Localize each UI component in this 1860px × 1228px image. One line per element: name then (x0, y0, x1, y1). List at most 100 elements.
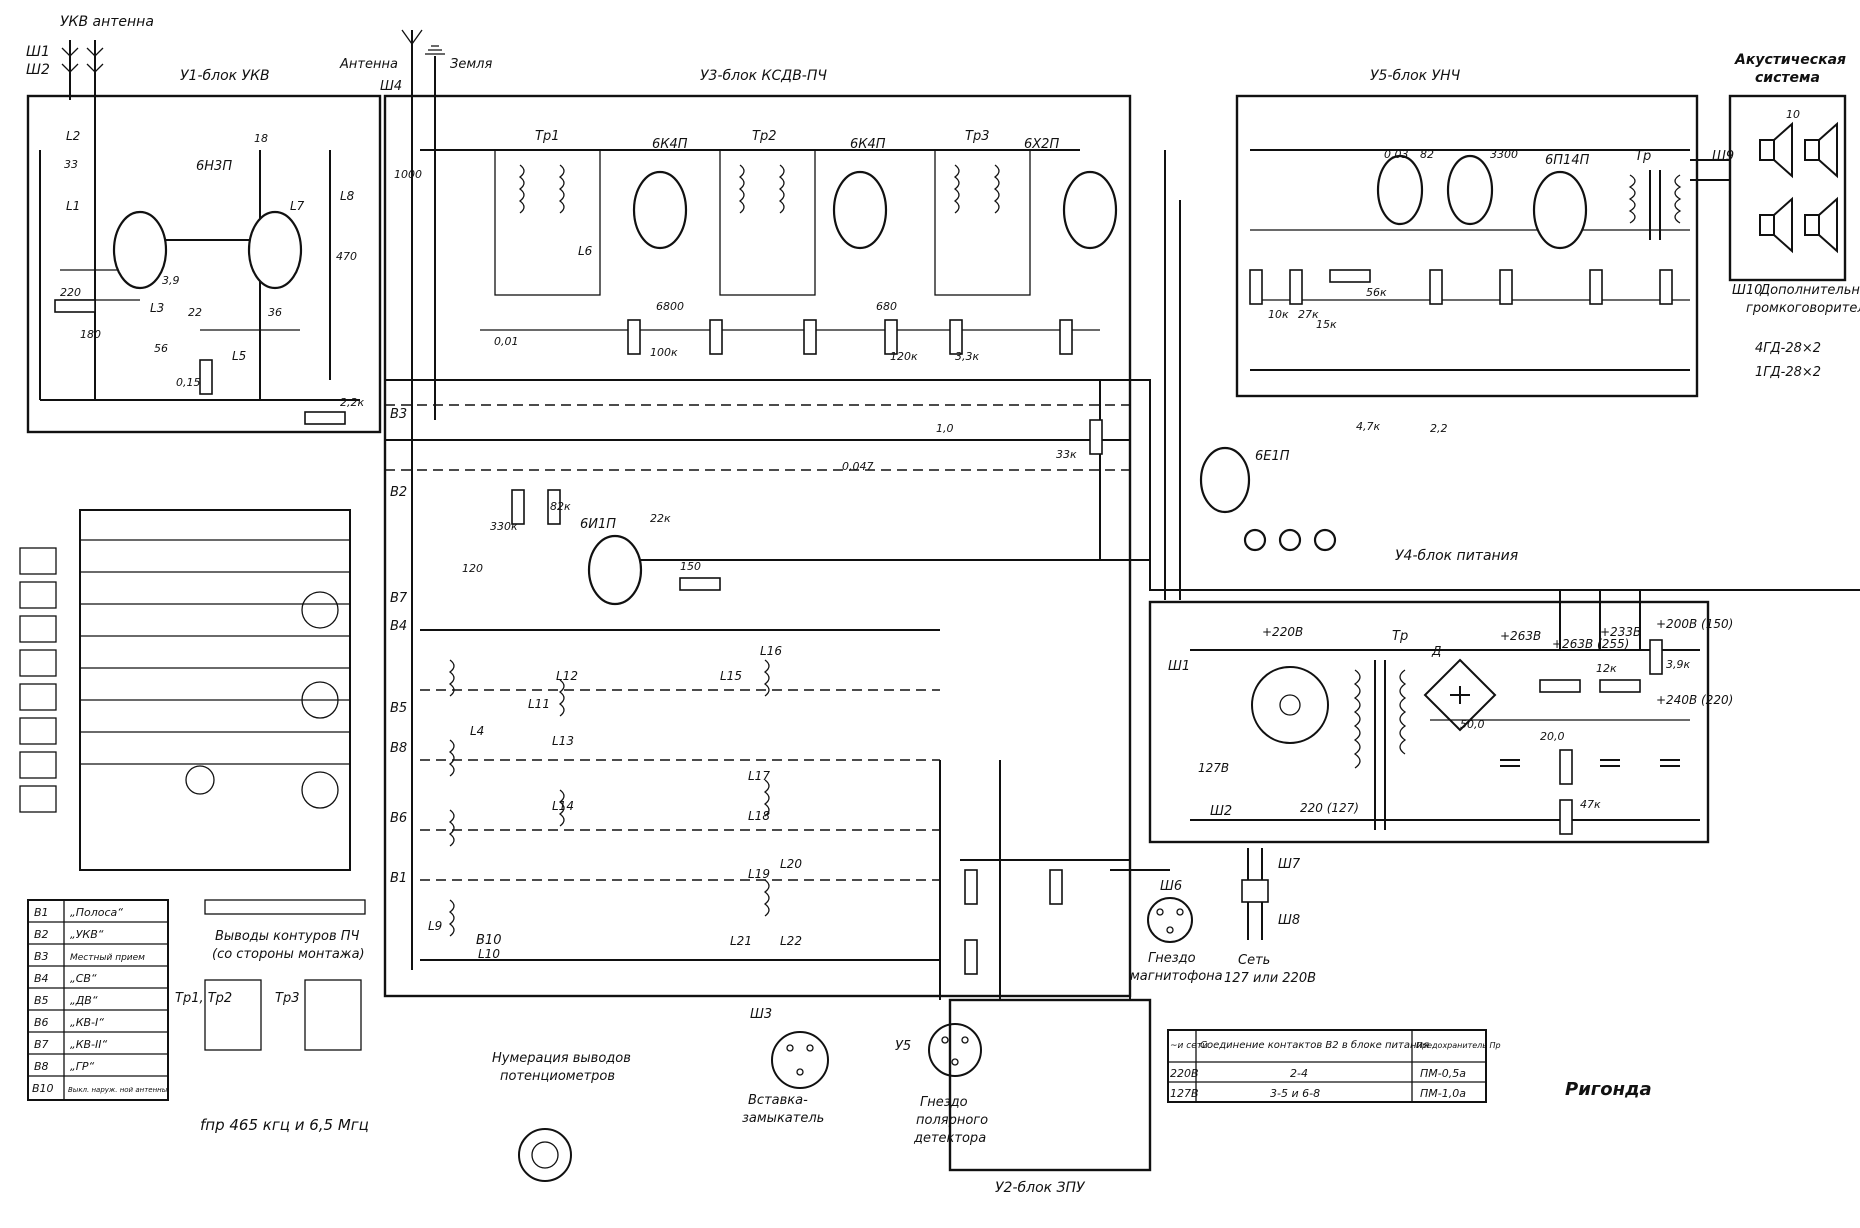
voltage-263: +263В (1500, 629, 1541, 643)
value-3-9k: 3,9к (1666, 658, 1690, 671)
switch-row-code: В5 (34, 994, 49, 1007)
switch-label-v5: В5 (390, 701, 407, 716)
block-u2-title: У2-блок ЗПУ (995, 1180, 1086, 1196)
tube-6n1p-pair (1376, 154, 1494, 226)
value-22k: 22к (650, 512, 671, 525)
block-u2-outline (948, 998, 1152, 1172)
tube-6x2p: 6Х2П (1024, 137, 1118, 250)
value-470: 470 (336, 250, 357, 263)
voltage-233: +233В (1600, 625, 1641, 639)
value-56k: 56к (1366, 286, 1387, 299)
value-330k: 330к (490, 520, 518, 533)
coil-label-l20: L20 (780, 857, 802, 871)
band-coils (448, 659, 770, 937)
switch-label-v3: В3 (390, 407, 407, 422)
ukv-antenna-label: УКВ антенна (60, 14, 154, 30)
extra-speaker-label-1: Дополнительный (1759, 283, 1860, 298)
power-transformer: Тр (1353, 629, 1408, 830)
value-82k: 82к (550, 500, 571, 513)
tube-label: 6Е1П (1255, 449, 1290, 464)
tube-label: 6И1П (580, 517, 616, 532)
fuse-cell: ПМ-0,5а (1420, 1067, 1466, 1080)
antenna-ground-input (401, 29, 445, 110)
component-values: 33 18 470 220 180 0,15 56 22 36 3,9 1000… (60, 108, 1800, 811)
switch-row-code: В2 (34, 928, 49, 941)
tube-6p14p: 6П14П (1532, 153, 1590, 250)
value-120k: 120к (890, 350, 918, 363)
power-127-label: 127В (1198, 761, 1229, 775)
u5-jack-label: У5 (895, 1039, 911, 1054)
tube-label: 6К4П (850, 137, 886, 152)
power-sh1-label: Ш1 (1168, 659, 1190, 674)
pot-label-2: потенциометров (500, 1069, 615, 1084)
coil-label-l17: L17 (748, 769, 770, 783)
if-leads-label-2: (со стороны монтажа) (212, 947, 365, 962)
value-15k: 15к (1316, 318, 1337, 331)
block-u5-title: У5-блок УНЧ (1370, 68, 1461, 84)
switch-row-name: Местный прием (70, 953, 145, 963)
sh2-label: Ш2 (26, 62, 50, 78)
tr1-label: Тр1 (535, 129, 559, 144)
sh3-label: Ш3 (750, 1007, 772, 1022)
insert-label-2: замыкатель (742, 1111, 824, 1126)
switch-label-v1: В1 (390, 871, 407, 886)
speakers (1759, 121, 1838, 254)
if-leads-label-1: Выводы контуров ПЧ (215, 929, 360, 944)
switch-row-code: В10 (32, 1082, 54, 1095)
antenna-label: Антенна (339, 57, 398, 72)
value-0-03: 0,03 (1384, 148, 1409, 161)
speakers-label-2: 1ГД-28×2 (1755, 365, 1821, 380)
insert-label-1: Вставка- (748, 1093, 808, 1108)
switch-label-v2: В2 (390, 485, 407, 500)
coil-label-l22: L22 (780, 934, 802, 948)
resistors (54, 269, 1673, 975)
output-transformer: Тр (1628, 149, 1682, 240)
acoustic-system-outline (1728, 94, 1847, 282)
coil-label-l4: L4 (470, 724, 484, 738)
sh8-label: Ш8 (1278, 913, 1300, 928)
value-0-047: 0,047 (842, 460, 874, 473)
coil-label-l5: L5 (232, 349, 246, 363)
switch-row-name: „Полоса“ (70, 906, 123, 919)
value-18: 18 (254, 132, 268, 145)
polar-label-1: Гнездо (920, 1095, 968, 1110)
switch-label-v8: В8 (390, 741, 407, 756)
value-220: 220 (60, 286, 81, 299)
value-50-0: 50,0 (1460, 718, 1485, 731)
tube-6k4p-2: 6К4П (832, 137, 888, 250)
tr3-pin-label: Тр3 (275, 991, 299, 1006)
polar-label-3: детектора (913, 1131, 986, 1146)
coil-label-l3: L3 (150, 301, 164, 315)
tube-label: 6П14П (1545, 153, 1590, 168)
brand-label: Ригонда (1565, 1079, 1652, 1100)
switch-table: В1 „Полоса“ В2 „УКВ“ В3 Местный прием В4… (27, 899, 169, 1101)
ukv-antenna-input (61, 40, 104, 100)
coil-label-l12: L12 (556, 669, 578, 683)
switch-bus-labels: В1 В2 В3 В4 В5 В6 В7 В8 В10 (390, 407, 501, 948)
value-82: 82 (1420, 148, 1434, 161)
value-3-9: 3,9 (162, 274, 180, 287)
chassis-layout (19, 509, 366, 915)
sh1-label: Ш1 (26, 44, 50, 60)
voltage-200-150: +200В (150) (1656, 617, 1733, 631)
switch-row-code: В1 (34, 906, 49, 919)
value-33k: 33к (1056, 448, 1077, 461)
value-2-2: 2,2 (1430, 422, 1448, 435)
value-1000: 1000 (394, 168, 422, 181)
power-tr-label: Тр (1392, 629, 1408, 644)
value-10: 10 (1786, 108, 1800, 121)
fuse-cell: 220В (1170, 1067, 1199, 1080)
value-2-2k: 2,2к (340, 396, 364, 409)
tube-6k4p-1: 6К4П (632, 137, 688, 250)
value-0-01: 0,01 (494, 335, 519, 348)
fuse-cell: 2-4 (1290, 1067, 1308, 1080)
tube-label: 6Х2П (1024, 137, 1059, 152)
tape-jack-label-2: магнитофона (1130, 969, 1223, 984)
switch-row-code: В3 (34, 950, 49, 963)
value-22: 22 (188, 306, 202, 319)
jacks: Ш6 Гнездо магнитофона У5 Гнездо полярног… (742, 879, 1223, 1146)
value-36: 36 (268, 306, 282, 319)
tube-label: 6Н3П (196, 159, 232, 174)
switch-row-code: В6 (34, 1016, 49, 1029)
coil-label-l1: L1 (66, 199, 80, 213)
